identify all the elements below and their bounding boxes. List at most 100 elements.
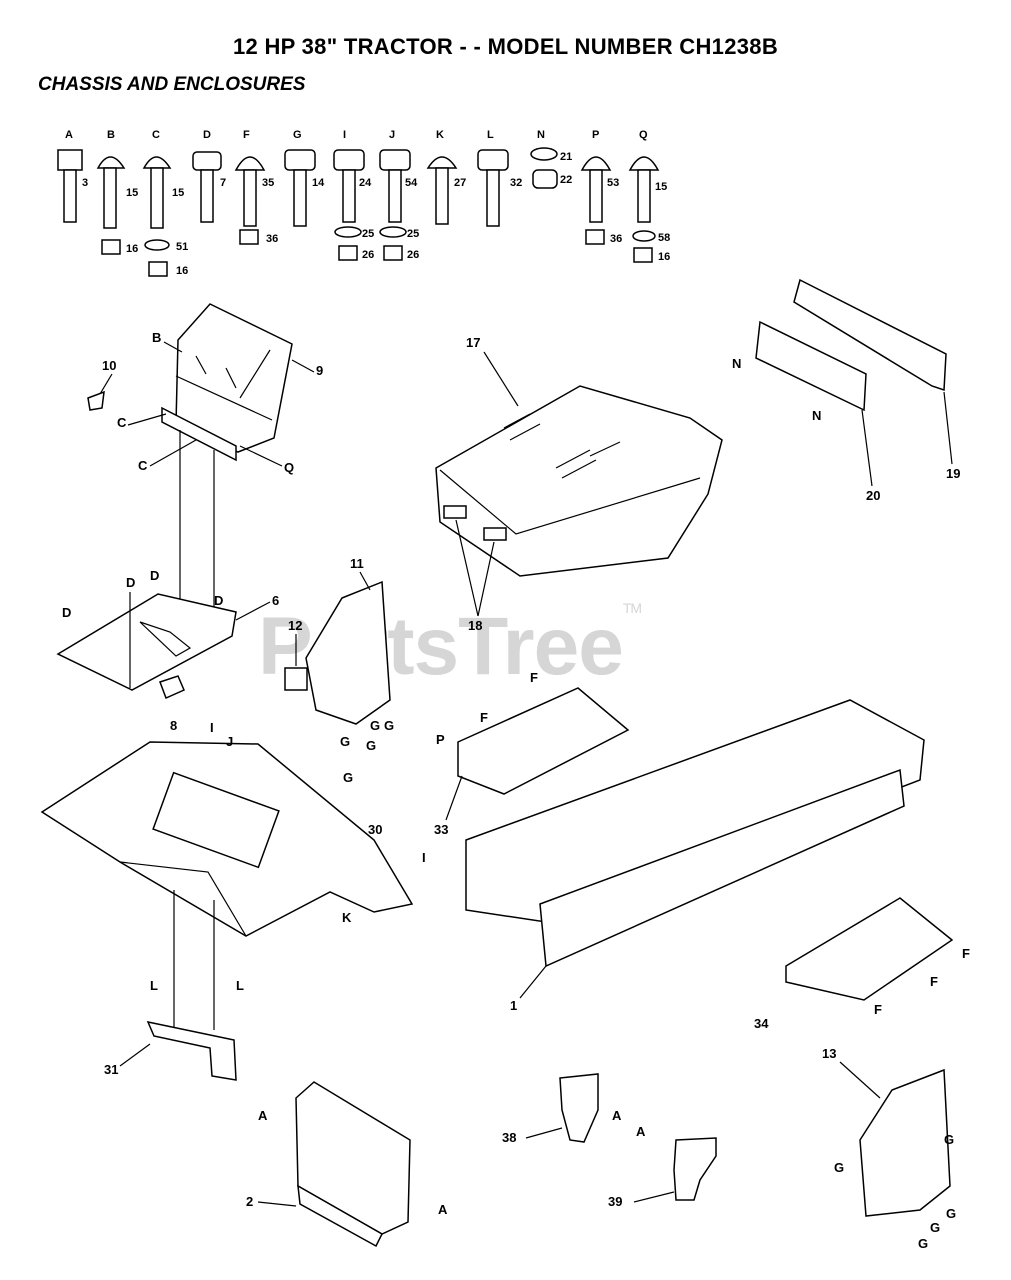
part-17-hood: 17 18 — [435, 335, 723, 633]
letter-G-9: G — [930, 1220, 940, 1235]
hw-bolt-B: 15 — [126, 187, 138, 199]
leader-2 — [257, 1201, 297, 1207]
clip-shape — [87, 390, 105, 411]
letter-C-1: C — [117, 415, 127, 430]
part-13-side-panel: 13 G G G G G — [822, 1046, 956, 1251]
hw-letter-P: P — [592, 129, 599, 141]
letter-D-4: D — [214, 593, 223, 608]
hw-letter-K: K — [436, 129, 444, 141]
leader-38 — [525, 1127, 563, 1139]
floor-plate — [56, 593, 237, 691]
letter-D-3: D — [150, 568, 159, 583]
hw-nut-N: 22 — [560, 174, 572, 186]
bolt-shank-D — [200, 169, 214, 223]
part-19-bumper — [793, 278, 947, 392]
dash-bracket — [161, 406, 237, 462]
bolt-shank-G — [293, 169, 307, 227]
hw-letter-Q: Q — [639, 129, 648, 141]
washer-N — [530, 147, 558, 161]
letter-G-6: G — [944, 1132, 954, 1147]
hw-letter-A: A — [65, 129, 73, 141]
nut-P — [585, 229, 605, 245]
part-10-clip: 10 — [87, 358, 116, 411]
part-20-bracket — [755, 320, 867, 412]
letter-F-2: F — [480, 710, 488, 725]
callout-38: 38 — [502, 1130, 516, 1145]
bolt-head-A — [57, 149, 83, 171]
bolt-head-G — [284, 149, 316, 171]
letter-C-2: C — [138, 458, 148, 473]
bolt-head-D — [192, 151, 222, 171]
bolt-shank-F — [243, 169, 257, 227]
letter-A-2: A — [438, 1202, 448, 1217]
nut-F — [239, 229, 259, 245]
callout-31: 31 — [104, 1062, 118, 1077]
part-11-side-panel: 11 12 G G G G G — [284, 556, 394, 785]
letter-N-2: N — [812, 408, 821, 423]
callout-10: 10 — [102, 358, 116, 373]
hw-bolt-I: 24 — [359, 177, 372, 189]
hw-letter-L: L — [487, 129, 494, 141]
hood-vents — [503, 413, 621, 479]
part-38-bracket — [559, 1073, 599, 1143]
hw-bolt-P: 53 — [607, 177, 619, 189]
bolt-head-J — [379, 149, 411, 171]
leader-Q-dash — [239, 445, 283, 467]
bolt-head-I — [333, 149, 365, 171]
letter-L-1: L — [150, 978, 158, 993]
callout-2: 2 — [246, 1194, 253, 1209]
callout-30: 30 — [368, 822, 382, 837]
hw-nut-C: 16 — [176, 265, 188, 277]
leader-C-2 — [149, 439, 197, 467]
callout-34: 34 — [754, 1016, 769, 1031]
hw-letter-N: N — [537, 129, 545, 141]
bolt-shank-A — [63, 169, 77, 223]
bolt-head-Q — [628, 156, 660, 171]
hw-washer-C: 51 — [176, 241, 188, 253]
part-31-bracket: L L 31 — [104, 978, 244, 1081]
part-34-footrest: 34 F F F — [754, 897, 970, 1031]
callout-39: 39 — [608, 1194, 622, 1209]
part-12-decal — [284, 667, 308, 691]
letter-F-5: F — [874, 1002, 882, 1017]
letter-D-2: D — [126, 575, 135, 590]
letter-G-5: G — [343, 770, 353, 785]
letter-F-1: F — [530, 670, 538, 685]
hw-bolt-K: 27 — [454, 177, 466, 189]
letter-D-1: D — [62, 605, 71, 620]
callout-18: 18 — [468, 618, 482, 633]
letter-K: K — [342, 910, 352, 925]
leader-33 — [445, 775, 463, 821]
callout-13: 13 — [822, 1046, 836, 1061]
hw-bolt-G: 14 — [312, 177, 325, 189]
letter-A-4: A — [636, 1124, 646, 1139]
part-19-20-front: 19 20 N N — [732, 278, 960, 503]
callout-9: 9 — [316, 363, 323, 378]
part-33-seat-pan: F F P 33 — [434, 670, 630, 837]
bolt-shank-I — [342, 169, 356, 223]
bolt-head-P — [580, 156, 612, 171]
leader-31 — [119, 1043, 151, 1067]
callout-1: 1 — [510, 998, 517, 1013]
hw-nut-Q: 16 — [658, 251, 670, 263]
hw-washer-Q: 58 — [658, 232, 670, 244]
leader-B-dash — [163, 341, 183, 353]
side-panel — [305, 580, 391, 725]
leader-13 — [839, 1061, 881, 1099]
fender-crease — [119, 861, 247, 937]
frame-rail-back — [465, 699, 925, 923]
letter-N-1: N — [732, 356, 741, 371]
hw-bolt-A: 3 — [82, 177, 88, 189]
hw-washer-N: 21 — [560, 151, 572, 163]
bolt-shank-J — [388, 169, 402, 223]
bolt-head-B — [96, 156, 126, 169]
leader-20 — [861, 409, 873, 487]
part-9-dash-console: B 9 C C Q — [117, 303, 323, 640]
callout-33: 33 — [434, 822, 448, 837]
callout-6: 6 — [272, 593, 279, 608]
letter-L-2: L — [236, 978, 244, 993]
rear-bracket — [146, 1020, 237, 1081]
letter-Q-dash: Q — [284, 460, 294, 475]
leader-18-a — [455, 519, 479, 617]
